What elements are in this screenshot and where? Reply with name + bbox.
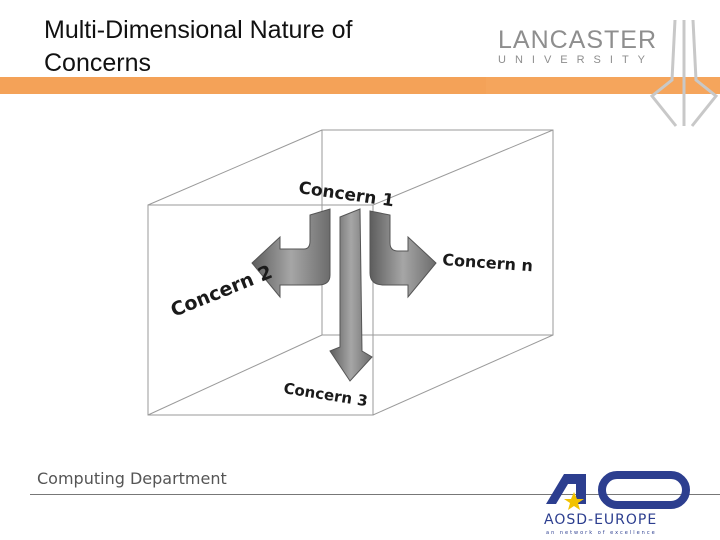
footer-text: Computing Department bbox=[37, 469, 227, 488]
label-concern-3: Concern 3 bbox=[282, 379, 369, 410]
label-concern-2: Concern 2 bbox=[168, 261, 276, 322]
label-concern-n: Concern n bbox=[442, 250, 534, 275]
university-subtitle: UNIVERSITY bbox=[498, 54, 654, 66]
aosd-name: AOSD-EUROPE bbox=[544, 512, 694, 528]
slide-title: Multi-Dimensional Nature of Concerns bbox=[44, 14, 464, 80]
concern-cube-diagram: Concern 1 Concern 2 Concern n Concern 3 bbox=[140, 125, 560, 460]
arrow-concern-3 bbox=[330, 209, 372, 381]
arrow-concern-n bbox=[370, 211, 436, 297]
aosd-tagline: an network of excellence bbox=[546, 530, 696, 536]
university-name: LANCASTER bbox=[498, 26, 657, 55]
aosd-logo-icon bbox=[540, 466, 690, 540]
label-concern-1: Concern 1 bbox=[297, 178, 395, 211]
